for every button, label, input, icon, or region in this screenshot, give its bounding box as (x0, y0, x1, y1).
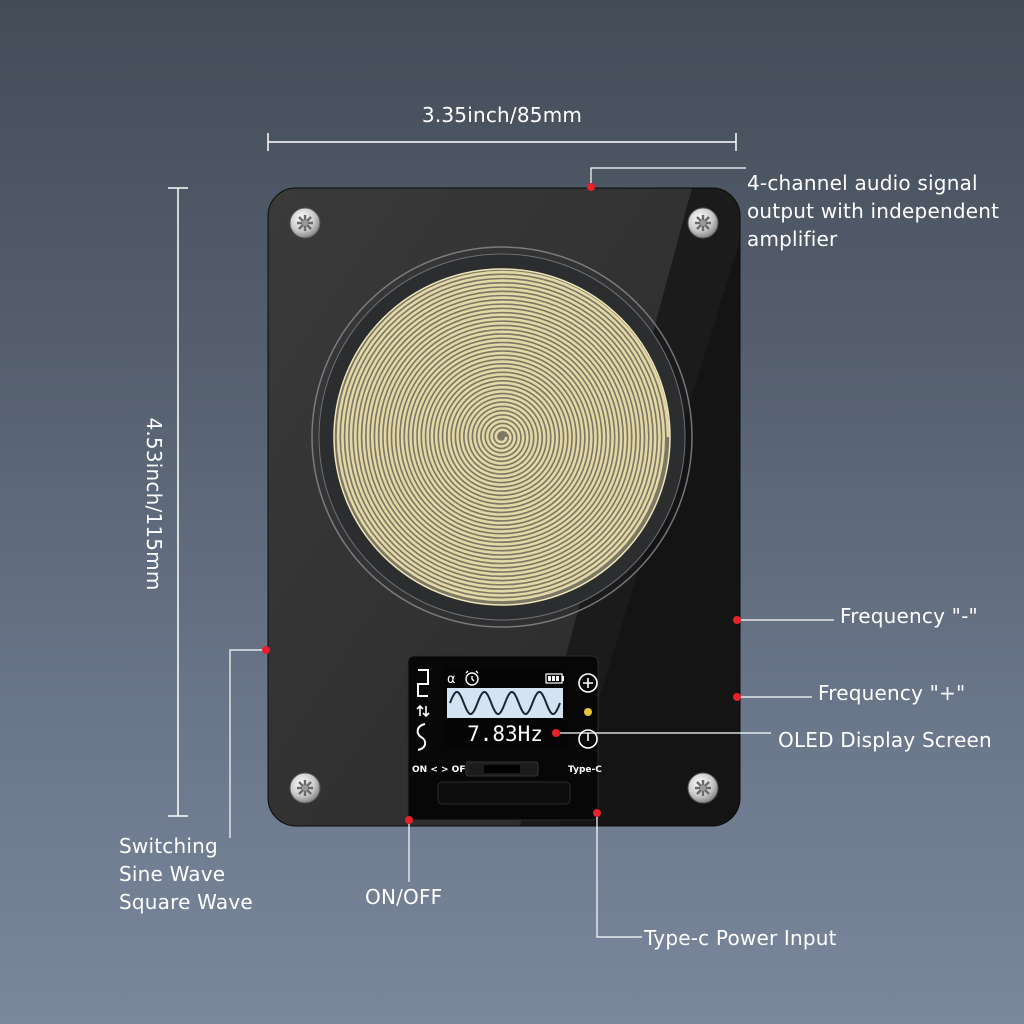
switch-arrows-icon (416, 704, 430, 718)
switching-wave-callout: Switching Sine Wave Square Wave (119, 834, 253, 914)
type-c-marking: Type-C (568, 765, 602, 775)
spiral-coil-icon (336, 270, 670, 602)
callout-leader-lines (229, 167, 834, 938)
battery-icon (545, 673, 564, 684)
screw-icon (687, 207, 719, 239)
width-dimension-label: 3.35inch/85mm (421, 103, 583, 127)
sine-wave-icon[interactable] (416, 723, 427, 751)
on-off-callout: ON/OFF (365, 885, 443, 909)
control-module: α 7.83Hz (407, 655, 602, 821)
type-c-callout: Type-c Power Input (644, 926, 837, 950)
coil-plate (311, 246, 693, 628)
alarm-clock-icon (465, 670, 479, 686)
square-wave-icon[interactable] (417, 669, 429, 697)
plus-circle-icon[interactable] (578, 673, 598, 693)
screw-icon (289, 772, 321, 804)
audio-output-callout: 4-channel audio signal output with indep… (747, 171, 1000, 251)
screw-icon (289, 207, 321, 239)
oled-display-callout: OLED Display Screen (778, 728, 992, 752)
type-c-port[interactable] (437, 781, 571, 805)
screw-icon (687, 772, 719, 804)
height-dimension-line (168, 187, 188, 817)
led-indicator-icon (584, 708, 592, 716)
alpha-symbol: α (447, 672, 456, 687)
power-icon[interactable] (578, 729, 598, 749)
width-dimension-line (267, 133, 737, 151)
height-dimension-label: 4.53inch/115mm (142, 417, 166, 591)
sine-waveform (449, 691, 561, 715)
frequency-minus-callout: Frequency "-" (840, 604, 978, 628)
on-off-marking: ON < > OFF (412, 765, 472, 775)
callout-markers (262, 183, 741, 824)
frequency-plus-callout: Frequency "+" (818, 681, 966, 705)
frequency-readout: 7.83Hz (467, 722, 543, 746)
